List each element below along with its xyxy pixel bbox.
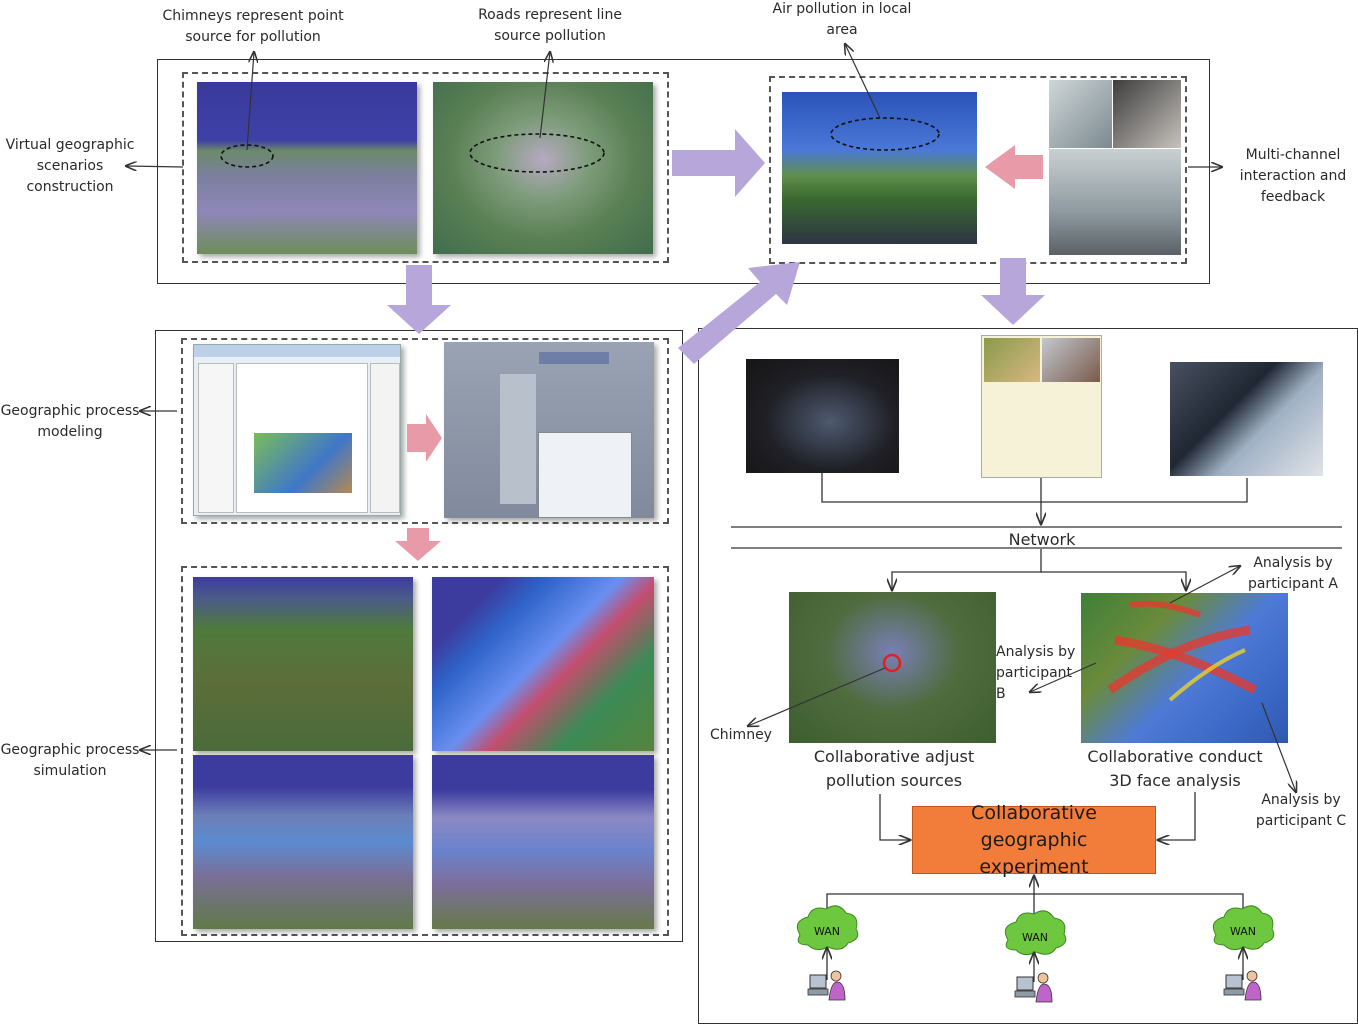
- adjust-sources-label: Collaborative adjust pollution sources: [813, 747, 975, 790]
- adjust-to-experiment-arrow: [879, 794, 910, 840]
- pollution-source-map: [789, 592, 996, 743]
- local-area-ellipse: [830, 117, 940, 151]
- chimneys-label: Chimneys represent point source for poll…: [162, 8, 344, 45]
- interaction-to-collaboration-arrow: [981, 258, 1045, 325]
- collaborative-experiment-label: Collaborative geographic experiment: [971, 801, 1097, 878]
- scenario-dashed-box: [182, 72, 669, 263]
- chimney-marker-circle: [882, 653, 902, 673]
- interaction-dashed-box: [769, 76, 1187, 264]
- plume-mark-4: [1168, 648, 1246, 702]
- process-modeling-label: Geographic process modeling: [0, 403, 140, 440]
- chat-window-image: [981, 335, 1102, 478]
- simulation-to-interaction-arrow: [678, 262, 800, 364]
- face-to-experiment-arrow: [1158, 792, 1196, 840]
- wan-cloud-icon: [1212, 905, 1275, 951]
- wan-bus-line: [826, 893, 1244, 918]
- vr-headset-photo-1: [1049, 80, 1112, 148]
- scenario-to-modeling-arrow: [387, 265, 451, 334]
- chimney-ellipse: [220, 144, 274, 168]
- process-modeling-software-image: [193, 344, 401, 516]
- roads-pointer-arrow: [539, 52, 550, 139]
- wan-cloud-icon: [1004, 910, 1067, 956]
- air-pollution-pointer-arrow: [845, 44, 881, 119]
- simulation-image-1: [193, 577, 413, 751]
- wan-cloud-icon: [796, 905, 859, 951]
- network-to-adjust-arrow: [892, 549, 1042, 590]
- analysis-a-label: Analysis by participant A: [1247, 555, 1339, 592]
- multi-channel-label: Multi-channel interaction and feedback: [1239, 147, 1347, 205]
- participant-photo-right: [1170, 362, 1323, 476]
- analysis-b-arrow: [1030, 662, 1097, 692]
- motion-capture-photo: [1049, 149, 1181, 255]
- participant-photo-left: [746, 359, 899, 473]
- simulation-image-2: [432, 577, 654, 751]
- chimney-label: Chimney: [710, 727, 772, 743]
- chimneys-terrain-image: [197, 82, 417, 254]
- process-simulation-label: Geographic process simulation: [0, 742, 140, 779]
- face-analysis-label: Collaborative conduct 3D face analysis: [1087, 747, 1263, 790]
- feedback-arrow: [985, 145, 1043, 189]
- analysis-a-arrow: [1169, 566, 1240, 604]
- plume-mark-3: [1129, 600, 1202, 618]
- network-link-left: [821, 473, 1041, 503]
- modeling-step-arrow: [407, 414, 442, 462]
- chimney-pointer-arrow: [748, 667, 886, 726]
- wan-label: WAN: [813, 925, 841, 938]
- air-pollution-label: Air pollution in local area: [772, 1, 912, 38]
- network-label: Network: [1008, 530, 1076, 549]
- network-link-right: [1041, 478, 1248, 503]
- top-panel-frame: [157, 59, 1210, 284]
- analysis-c-arrow: [1261, 702, 1296, 792]
- wan-label: WAN: [1021, 931, 1049, 944]
- network-to-face-arrow: [1041, 571, 1186, 590]
- roads-label: Roads represent line source pollution: [478, 7, 622, 44]
- modeling-dashed-box: [181, 338, 669, 524]
- virtual-scenarios-label: Virtual geographic scenarios constructio…: [5, 137, 135, 195]
- modeling-to-simulation-arrow: [395, 528, 441, 561]
- person-at-computer-icon: [1223, 970, 1262, 1001]
- simulation-image-3: [193, 755, 413, 929]
- analysis-c-label: Analysis by participant C: [1255, 792, 1347, 829]
- person-at-computer-icon: [807, 970, 846, 1001]
- analysis-b-label: Analysis by participant B: [996, 644, 1076, 702]
- simulation-dashed-box: [181, 566, 669, 936]
- face-analysis-map: [1081, 593, 1288, 743]
- wan-label: WAN: [1229, 925, 1257, 938]
- scenarios-pointer-arrow: [126, 166, 184, 167]
- chimneys-pointer-arrow: [246, 52, 254, 151]
- scenario-to-interaction-arrow: [672, 129, 765, 197]
- plume-mark-2: [1114, 635, 1258, 694]
- workflow-editor-image: [444, 342, 654, 518]
- road-ellipse: [469, 133, 605, 173]
- collaborative-experiment-box: Collaborative geographic experiment: [912, 802, 1156, 878]
- simulation-image-4: [432, 755, 654, 929]
- person-at-computer-icon: [1014, 972, 1053, 1003]
- vr-headset-photo-2: [1113, 80, 1181, 148]
- plume-mark-1: [1107, 625, 1251, 694]
